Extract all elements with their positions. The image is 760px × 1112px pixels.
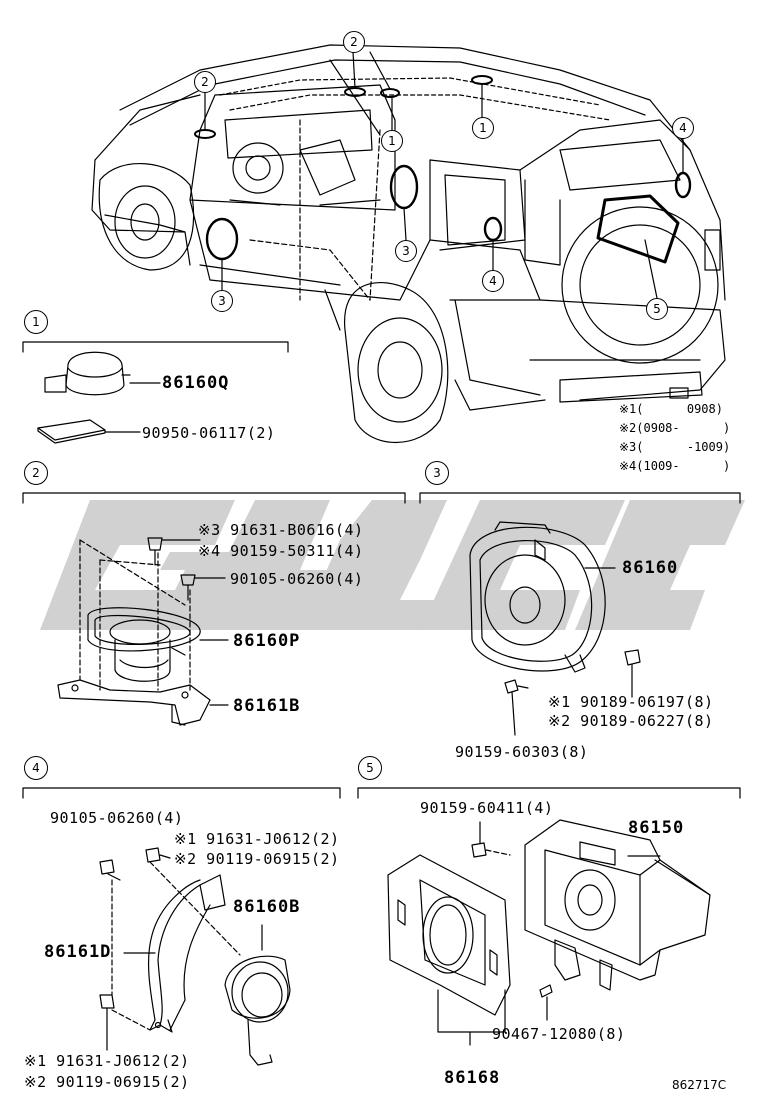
section-number-5: 5 — [358, 756, 382, 780]
part-number-86160q: 86160Q — [162, 373, 230, 393]
diagram-code: 862717C — [672, 1078, 727, 1092]
part-number-90189-06197: ※1 90189-06197(8) — [548, 693, 714, 711]
part-number-86160b: 86160B — [233, 897, 301, 917]
part-number-91631-b0616: ※3 91631-B0616(4) — [198, 521, 364, 539]
section3-screw — [504, 679, 529, 736]
part-number-86160: 86160 — [622, 558, 679, 578]
section-brackets — [22, 341, 741, 799]
part-number-90159-50311: ※4 90159-50311(4) — [198, 542, 364, 560]
callout-2: 2 — [343, 31, 365, 53]
callout-4: 4 — [482, 270, 504, 292]
part-number-90105-06260: 90105-06260(4) — [230, 570, 364, 588]
part-86150-drawing — [524, 819, 711, 1021]
section2-bolts — [147, 537, 226, 601]
note-3: ※3( -1009) — [619, 440, 731, 454]
callout-4: 4 — [672, 117, 694, 139]
part-86161b-drawing — [57, 679, 229, 726]
section5-screw — [471, 821, 511, 858]
part-number-86168: 86168 — [444, 1068, 501, 1088]
callout-1: 1 — [472, 117, 494, 139]
part-number-86150: 86150 — [628, 818, 685, 838]
part-86160b-drawing — [224, 924, 291, 1066]
part-number-91631-j0612: ※1 91631-J0612(2) — [174, 830, 340, 848]
part-number-90119-06915: ※2 90119-06915(2) — [174, 850, 340, 868]
part-number-90189-06227: ※2 90189-06227(8) — [548, 712, 714, 730]
callout-3: 3 — [395, 240, 417, 262]
section-number-3: 3 — [425, 461, 449, 485]
part-number-90467-12080: 90467-12080(8) — [492, 1025, 626, 1043]
callout-1: 1 — [381, 130, 403, 152]
part-86160q-drawing — [44, 351, 161, 396]
part-number-90159-60303: 90159-60303(8) — [455, 743, 589, 761]
part-number-90950-06117: 90950-06117(2) — [142, 424, 276, 442]
callout-2: 2 — [194, 71, 216, 93]
section2-dash-lines — [79, 539, 191, 691]
part-number-86161b: 86161B — [233, 696, 301, 716]
part-number-90119-06915-lower: ※2 90119-06915(2) — [24, 1073, 190, 1091]
section-number-2: 2 — [24, 461, 48, 485]
part-number-90159-60411: 90159-60411(4) — [420, 799, 554, 817]
section4-bolts — [99, 847, 171, 1051]
callout-3: 3 — [211, 290, 233, 312]
vehicle-illustration — [91, 44, 726, 443]
part-86168-drawing — [387, 854, 511, 1046]
part-86160-drawing — [469, 521, 616, 673]
section4-dash-lines — [111, 861, 241, 1031]
part-86161d-drawing — [123, 874, 226, 1033]
part-number-91631-j0612-lower: ※1 91631-J0612(2) — [24, 1052, 190, 1070]
part-number-86160p: 86160P — [233, 631, 301, 651]
section3-clip — [624, 649, 641, 698]
part-number-90105-06260-s4: 90105-06260(4) — [50, 809, 184, 827]
part-90950-drawing — [37, 419, 141, 444]
callout-5: 5 — [646, 298, 668, 320]
section-number-4: 4 — [24, 756, 48, 780]
note-1: ※1( 0908) — [619, 402, 723, 416]
part-number-86161d: 86161D — [44, 942, 112, 962]
section-number-1: 1 — [24, 310, 48, 334]
note-4: ※4(1009- ) — [619, 459, 731, 473]
note-2: ※2(0908- ) — [619, 421, 731, 435]
